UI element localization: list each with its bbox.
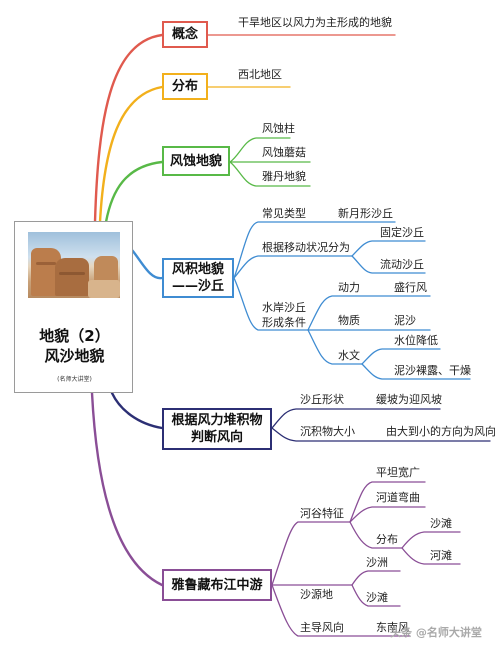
root-title-line1: 地貌（2） (39, 327, 110, 345)
dist-2 (401, 547, 461, 565)
cond-material-label: 物质 (338, 314, 360, 327)
node-deposition: 风积地貌 ——沙丘 (162, 258, 234, 298)
root-credit: (名师大讲堂) (57, 376, 92, 383)
source-2 (351, 584, 401, 607)
valley-item-1: 平坦宽广 (376, 466, 420, 479)
desert-rock-photo (28, 232, 120, 298)
watermark: 头条 @名师大讲堂 (390, 626, 482, 639)
dep-move-2 (351, 255, 426, 274)
hydro-item-2: 泥沙裸露、干燥 (394, 364, 471, 377)
valley-1 (349, 481, 426, 523)
node-erosion-label: 风蚀地貌 (169, 153, 222, 169)
wind-sub-size (271, 427, 491, 442)
branch-line-erosion (104, 160, 164, 224)
node-distribution: 分布 (162, 73, 208, 100)
node-deposition-line2: ——沙丘 (171, 279, 224, 294)
wind-shape-label: 沙丘形状 (300, 393, 344, 406)
source-1 (351, 570, 401, 586)
dep-sub-common (233, 221, 396, 279)
erosion-sub-3 (229, 161, 311, 187)
node-wind-line1: 根据风力堆积物 (171, 413, 263, 428)
concept-text: 干旱地区以风力为主形成的地貌 (238, 16, 392, 29)
wind-size-label: 沉积物大小 (300, 425, 355, 438)
dep-movement-item-1: 固定沙丘 (380, 226, 424, 239)
node-distribution-label: 分布 (171, 79, 198, 94)
node-erosion: 风蚀地貌 (162, 146, 230, 176)
yar-wind-value: 东南风 (376, 621, 409, 634)
wind-shape-value: 缓坡为迎风坡 (376, 393, 442, 406)
branch-line-deposition (130, 248, 164, 280)
branch-line-wind-direction (110, 391, 164, 430)
valley-dist-item-2: 河滩 (430, 549, 452, 562)
hydro-1 (361, 348, 441, 365)
node-concept: 概念 (162, 21, 208, 48)
dep-cond-label-2: 形成条件 (262, 316, 306, 329)
root-title-line2: 风沙地貌 (44, 347, 105, 365)
source-item-2: 沙滩 (366, 591, 388, 604)
yar-wind-label: 主导风向 (300, 621, 344, 634)
node-yarlung-label: 雅鲁藏布江中游 (171, 577, 263, 593)
yar-sub-wind (271, 584, 411, 637)
dist-1 (401, 531, 461, 549)
dep-common-value: 新月形沙丘 (338, 207, 393, 220)
valley-2 (349, 506, 426, 523)
erosion-item-3: 雅丹地貌 (262, 170, 306, 183)
erosion-item-1: 风蚀柱 (262, 122, 295, 135)
node-wind-direction: 根据风力堆积物 判断风向 (162, 408, 272, 450)
valley-item-2: 河道弯曲 (376, 491, 420, 504)
node-yarlung: 雅鲁藏布江中游 (162, 569, 272, 601)
dep-common-label: 常见类型 (262, 207, 306, 220)
branch-line-yarlung (90, 391, 164, 587)
distribution-text: 西北地区 (238, 68, 282, 81)
cond-material-value: 泥沙 (394, 314, 416, 327)
cond-power (307, 295, 431, 331)
hydro-item-1: 水位降低 (394, 334, 438, 347)
dep-sub-movement (233, 255, 353, 279)
cond-hydrology-label: 水文 (338, 349, 360, 362)
valley-label: 河谷特征 (300, 507, 344, 520)
cond-power-label: 动力 (338, 281, 360, 294)
dep-movement-item-2: 流动沙丘 (380, 258, 424, 271)
dep-move-1 (351, 240, 426, 257)
erosion-item-2: 风蚀蘑菇 (262, 146, 306, 159)
branch-line-concept (93, 33, 164, 224)
valley-dist-label: 分布 (376, 533, 398, 546)
cond-hydrology (307, 329, 363, 365)
valley-dist-item-1: 沙滩 (430, 517, 452, 530)
dep-cond-label-1: 水岸沙丘 (262, 301, 306, 314)
wind-sub-shape (271, 408, 441, 429)
hydro-2 (361, 363, 471, 380)
yar-sub-valley (271, 521, 351, 586)
node-deposition-line1: 风积地貌 (171, 262, 224, 277)
erosion-sub-1 (229, 137, 291, 163)
node-wind-line2: 判断风向 (190, 430, 243, 445)
root-node: 地貌（2） 风沙地貌 (名师大讲堂) (14, 221, 133, 393)
source-label: 沙源地 (300, 588, 333, 601)
dep-sub-conditions (233, 277, 309, 331)
source-item-1: 沙洲 (366, 556, 388, 569)
wind-size-value: 由大到小的方向为风向 (386, 425, 496, 438)
branch-line-distribution (98, 85, 164, 224)
dep-movement-label: 根据移动状况分为 (262, 241, 350, 254)
valley-dist (349, 521, 403, 549)
cond-power-value: 盛行风 (394, 281, 427, 294)
node-concept-label: 概念 (171, 27, 198, 42)
